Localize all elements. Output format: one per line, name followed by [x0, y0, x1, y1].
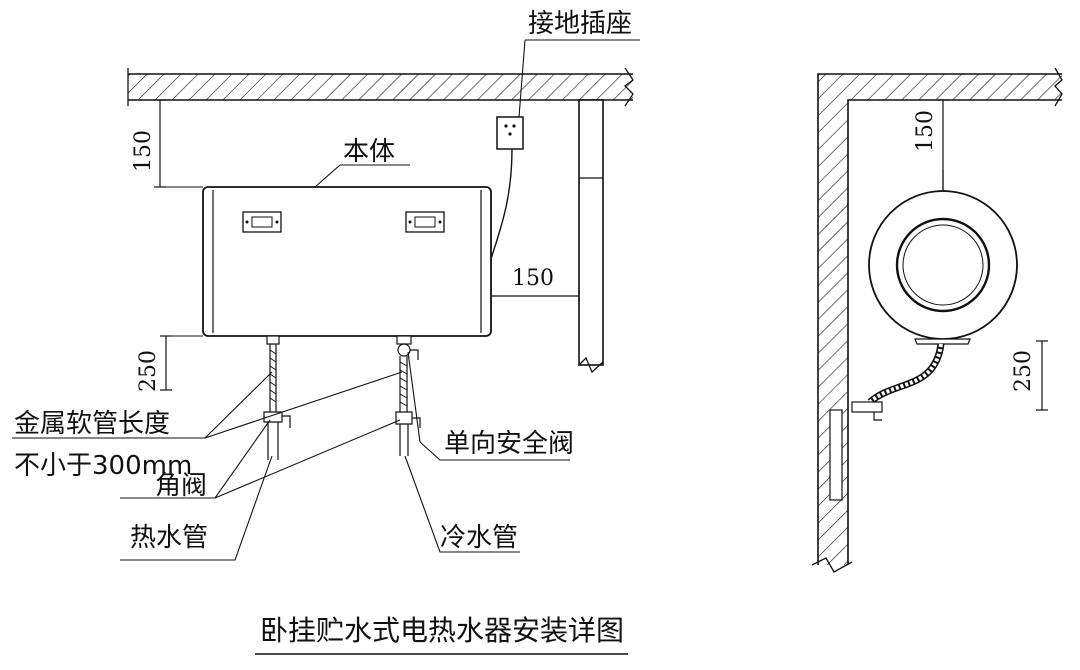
front-ceiling-slab [127, 67, 634, 107]
grounded-socket [496, 116, 524, 150]
dim-front-side [490, 290, 580, 302]
leader-lines [12, 39, 640, 561]
cold-water-assembly [395, 335, 421, 456]
label-hot-water-pipe: 热水管 [130, 523, 208, 553]
heater-body [202, 186, 492, 337]
power-cord [489, 148, 513, 263]
label-cold-water-pipe: 冷水管 [440, 523, 518, 553]
dim-front-below [160, 335, 203, 391]
side-hose [829, 343, 945, 501]
dim-side-below-label: 250 [1011, 350, 1036, 392]
dim-front-side-label: 150 [512, 266, 554, 291]
dim-side-ceiling [937, 99, 949, 192]
dim-front-ceiling [154, 99, 203, 188]
label-hose-length-2: 不小于300mm [14, 451, 192, 481]
dim-side-below [1036, 340, 1048, 411]
side-wall-ceiling [811, 67, 1063, 573]
label-angle-valve: 角阀 [155, 471, 207, 501]
dim-front-below-label: 250 [136, 350, 161, 392]
front-view: 150 150 250 [12, 9, 640, 561]
side-heater [868, 170, 1018, 345]
front-side-wall [578, 99, 604, 374]
dim-front-ceiling-label: 150 [131, 130, 156, 172]
label-body: 本体 [343, 137, 395, 167]
hot-water-assembly [263, 335, 291, 460]
label-socket: 接地插座 [528, 9, 632, 39]
mounting-bracket-left [242, 211, 282, 233]
label-check-valve: 单向安全阀 [444, 429, 574, 459]
mounting-bracket-right [405, 211, 445, 233]
dim-side-ceiling-label: 150 [913, 110, 938, 152]
drawing-title: 卧挂贮水式电热水器安装详图 [260, 614, 624, 647]
side-view: 150 250 [811, 67, 1063, 573]
label-hose-length-1: 金属软管长度 [14, 409, 170, 439]
